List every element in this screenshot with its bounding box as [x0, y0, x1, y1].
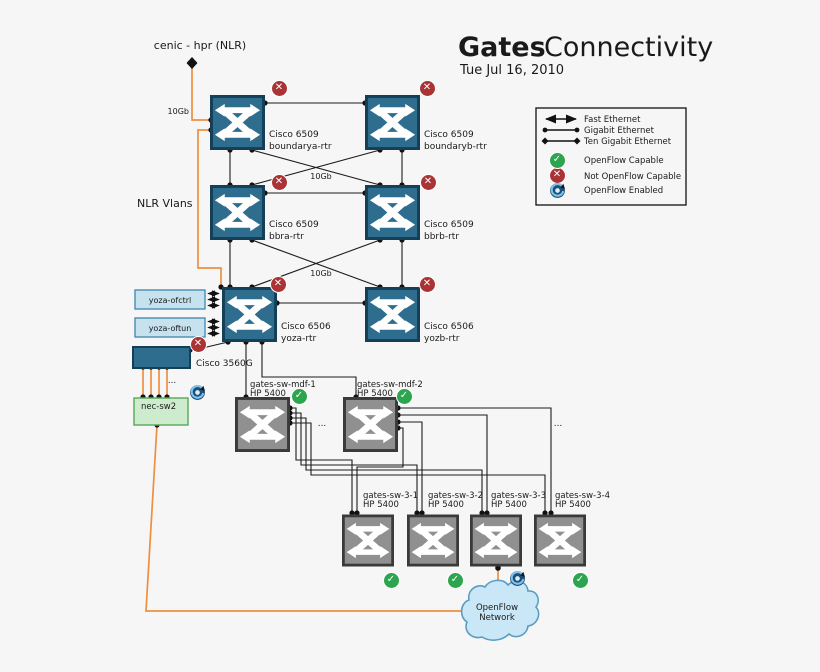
- cloud-label-line2: Network: [479, 613, 515, 623]
- openflow-capable-badge-sw32: ✓: [446, 571, 464, 589]
- mdf2-model: HP 5400: [357, 389, 393, 399]
- legend-openflow-capable-badge: ✓: [548, 151, 566, 169]
- not-openflow-badge-bbra: ✕: [270, 173, 288, 191]
- legend-openflow-enabled-icon: [549, 182, 565, 198]
- nlr-vlans-label: NLR Vlans: [137, 197, 193, 210]
- openflow-capable-badge-sw34: ✓: [571, 571, 589, 589]
- node-yozb-rtr: [366, 288, 418, 340]
- cross-icon: ✕: [273, 278, 283, 289]
- yoza-ofctrl-label: yoza-ofctrl: [149, 296, 192, 305]
- edges-orange: [142, 66, 499, 612]
- ellipsis-nec: ...: [168, 376, 177, 386]
- node-gates-sw-3-4: [535, 516, 584, 565]
- check-icon: ✓: [386, 574, 396, 585]
- node-bbrb-rtr: [366, 186, 418, 238]
- node-yoza-rtr: [223, 288, 275, 340]
- node-gates-sw-3-3: [471, 516, 520, 565]
- not-openflow-badge-yozb: ✕: [418, 275, 436, 293]
- node-gates-sw-mdf-2: [344, 398, 396, 450]
- legend: [535, 107, 687, 206]
- cloud-label-line1: OpenFlow: [476, 603, 518, 613]
- node-gates-sw-mdf-1: [236, 398, 288, 450]
- cross-icon: ✕: [193, 338, 203, 349]
- cross-icon: ✕: [422, 82, 432, 93]
- yoza-name: yoza-rtr: [281, 334, 317, 344]
- cenic-label: cenic - hpr (NLR): [154, 39, 246, 52]
- yoza-oftun-label: yoza-oftun: [149, 324, 192, 333]
- not-openflow-badge-boundaryb: ✕: [418, 79, 436, 97]
- bbrb-name: bbrb-rtr: [424, 232, 459, 242]
- cross-icon: ✕: [423, 176, 433, 187]
- sw34-model: HP 5400: [555, 500, 591, 510]
- sw33-name: gates-sw-3-3: [491, 491, 546, 501]
- not-openflow-badge-boundarya: ✕: [270, 79, 288, 97]
- node-yoza-ofctrl: [134, 289, 206, 310]
- node-cisco-3560g: [132, 346, 191, 369]
- cross-icon: ✕: [274, 82, 284, 93]
- node-bbra-rtr: [211, 186, 263, 238]
- legend-gigabit-label: Gigabit Ethernet: [584, 126, 655, 136]
- sw34-name: gates-sw-3-4: [555, 491, 610, 501]
- cross-icon: ✕: [274, 176, 284, 187]
- legend-capable-label: OpenFlow Capable: [584, 156, 664, 166]
- node-boundarya-rtr: [211, 96, 263, 148]
- fast-ethernet-arrows: [207, 290, 220, 337]
- cross-icon: ✕: [422, 278, 432, 289]
- openflow-enabled-icon-nec-sw2: [189, 384, 205, 400]
- bbra-model: Cisco 6509: [269, 220, 319, 230]
- yoza-model: Cisco 6506: [281, 322, 331, 332]
- page-title-rest: Connectivity: [544, 32, 713, 63]
- openflow-capable-badge-mdf1: ✓: [290, 387, 308, 405]
- boundarya-model: Cisco 6509: [269, 130, 319, 140]
- node-gates-sw-3-1: [343, 516, 392, 565]
- sw32-name: gates-sw-3-2: [428, 491, 483, 501]
- openflow-enabled-icon-sw33: [509, 570, 525, 586]
- page-date: Tue Jul 16, 2010: [459, 63, 564, 78]
- mdf2-name: gates-sw-mdf-2: [357, 380, 423, 390]
- sw32-model: HP 5400: [428, 500, 464, 510]
- node-gates-sw-3-2: [408, 516, 457, 565]
- sw31-model: HP 5400: [363, 500, 399, 510]
- check-icon: ✓: [294, 390, 304, 401]
- mdf1-model: HP 5400: [250, 389, 286, 399]
- page-title-bold: Gates: [458, 32, 546, 63]
- link-speed-label: 10Gb: [168, 107, 189, 116]
- legend-ten-gigabit-label: Ten Gigabit Ethernet: [583, 137, 672, 147]
- boundaryb-name: boundaryb-rtr: [424, 142, 487, 152]
- mdf1-name: gates-sw-mdf-1: [250, 380, 316, 390]
- link-speed-label: 10Gb: [310, 269, 331, 278]
- nec-sw2-label: nec-sw2: [141, 402, 176, 412]
- legend-enabled-label: OpenFlow Enabled: [584, 186, 663, 196]
- ellipsis-mdf: ...: [318, 419, 327, 429]
- check-icon: ✓: [399, 390, 409, 401]
- legend-not-capable-label: Not OpenFlow Capable: [584, 172, 681, 182]
- cisco-3560g-label: Cisco 3560G: [196, 359, 253, 369]
- yozb-name: yozb-rtr: [424, 334, 460, 344]
- not-openflow-badge-bbrb: ✕: [419, 173, 437, 191]
- openflow-capable-badge-sw31: ✓: [382, 571, 400, 589]
- check-icon: ✓: [575, 574, 585, 585]
- sw33-model: HP 5400: [491, 500, 527, 510]
- yozb-model: Cisco 6506: [424, 322, 474, 332]
- check-icon: ✓: [450, 574, 460, 585]
- openflow-capable-badge-mdf2: ✓: [395, 387, 413, 405]
- ellipsis-mdf-right: ...: [554, 419, 563, 429]
- not-openflow-badge-yoza: ✕: [269, 275, 287, 293]
- boundaryb-model: Cisco 6509: [424, 130, 474, 140]
- boundarya-name: boundarya-rtr: [269, 142, 332, 152]
- cross-icon: ✕: [552, 169, 562, 180]
- legend-fast-label: Fast Ethernet: [584, 115, 641, 125]
- bbrb-model: Cisco 6509: [424, 220, 474, 230]
- sw31-name: gates-sw-3-1: [363, 491, 418, 501]
- link-speed-label: 10Gb: [310, 172, 331, 181]
- not-openflow-badge-3560g: ✕: [189, 335, 207, 353]
- check-icon: ✓: [552, 154, 562, 165]
- bbra-name: bbra-rtr: [269, 232, 304, 242]
- node-boundaryb-rtr: [366, 96, 418, 148]
- node-nec-sw2: [133, 397, 189, 426]
- ten-gigabit-diamond-marker: [186, 57, 198, 69]
- node-yoza-oftun: [134, 317, 206, 338]
- edges-black: [189, 102, 552, 513]
